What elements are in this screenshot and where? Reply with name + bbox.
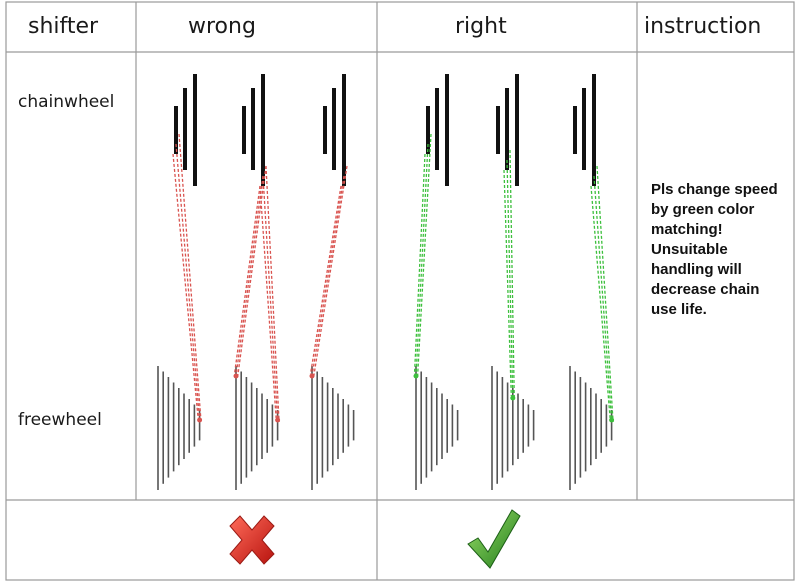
right-2-chain-line-3 [509, 149, 515, 401]
wrong-2-chain-line-3 [236, 165, 267, 379]
wrong-3-chain-line-2 [311, 175, 345, 377]
cross-icon [229, 515, 275, 565]
table-border [5, 1, 795, 581]
wrong-1-chain-line-2 [175, 143, 201, 421]
wrong-2-chain-end-b [275, 417, 281, 423]
right-2-chain-line-1 [503, 169, 512, 397]
right-1-chain-line-1 [413, 153, 426, 375]
wrong-3-chain-end [309, 373, 315, 379]
wrong-3-chain-line-3 [312, 165, 348, 379]
wrong-1-chain-line-1 [172, 153, 199, 419]
header-right: right [455, 14, 507, 39]
wrong-1-chain-end [197, 417, 203, 423]
right-3-chain-line-3 [596, 165, 614, 423]
right-1-chain-end [413, 373, 419, 379]
checkmark-icon [467, 509, 521, 569]
wrong-3-chain-line-1 [309, 185, 342, 375]
wrong-2-chain-line-b-1 [259, 185, 277, 419]
right-2-chain-end [510, 395, 516, 401]
right-3-chain-end [609, 417, 615, 423]
header-shifter: shifter [28, 14, 99, 39]
wrong-2-chain-end [233, 373, 239, 379]
right-1-chain-line-3 [416, 133, 432, 379]
right-3-chain-line-1 [590, 185, 611, 419]
wrong-1-chain-line-3 [178, 133, 202, 423]
header-wrong: wrong [188, 14, 256, 39]
right-1-chain-line-2 [415, 143, 429, 377]
right-3-chain-line-2 [593, 175, 613, 421]
wrong-2-chain-line-2 [235, 175, 264, 377]
wrong-2-chain-line-b-3 [265, 165, 280, 423]
instruction-text: Pls change speed by green color matching… [651, 181, 778, 318]
header-instruction: instruction [644, 14, 762, 39]
label-freewheel: freewheel [18, 410, 102, 430]
label-chainwheel: chainwheel [18, 92, 115, 112]
wrong-2-chain-line-b-2 [262, 175, 279, 421]
wrong-2-chain-line-1 [233, 185, 261, 375]
